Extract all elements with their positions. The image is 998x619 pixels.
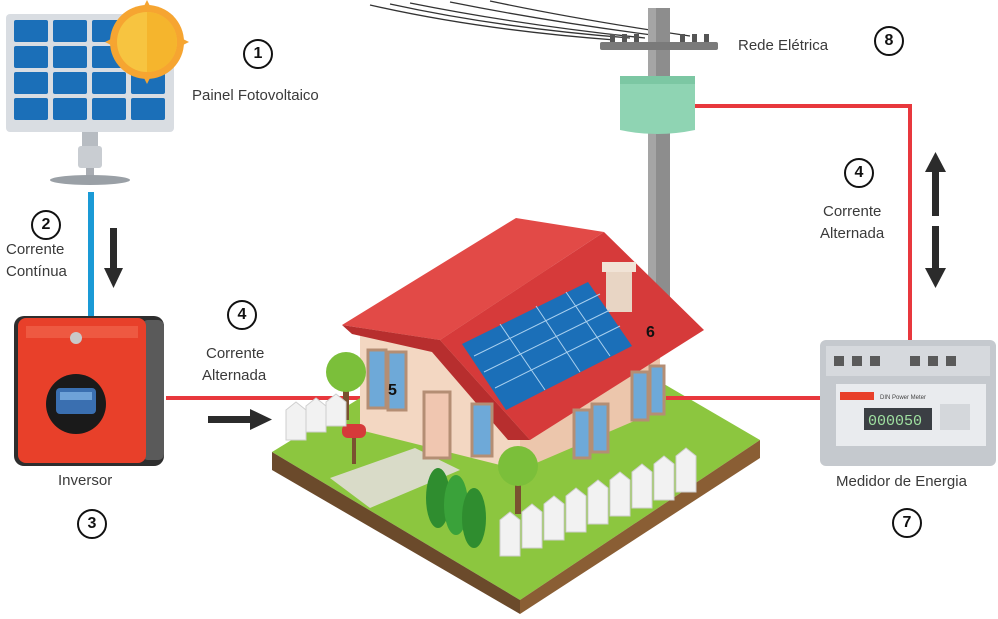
marker-1: 1: [243, 39, 273, 69]
label-painel-fotovoltaico: Painel Fotovoltaico: [192, 87, 319, 104]
meter-title: DIN Power Meter: [880, 395, 926, 401]
marker-6: 6: [646, 324, 655, 341]
ac-arrow-bidirectional-icon: [925, 152, 946, 288]
label-inversor: Inversor: [58, 472, 113, 489]
dc-arrow-down-icon: [104, 228, 123, 288]
marker-4-left: 4: [227, 300, 257, 330]
label-corrente-continua-line1: Corrente: [6, 241, 65, 258]
marker-3: 3: [77, 509, 107, 539]
sun-icon: [105, 0, 189, 84]
label-corrente-alternada-right-line1: Corrente: [823, 203, 882, 220]
label-rede-eletrica: Rede Elétrica: [738, 37, 829, 54]
label-corrente-alternada-left-line2: Alternada: [202, 367, 267, 384]
grid-ac-line: [695, 104, 912, 340]
marker-7: 7: [892, 508, 922, 538]
marker-2: 2: [31, 210, 61, 240]
ac-arrow-right-icon: [208, 409, 272, 430]
label-corrente-continua-line2: Contínua: [6, 263, 67, 280]
label-corrente-alternada-right-line2: Alternada: [820, 225, 885, 242]
label-medidor-de-energia: Medidor de Energia: [836, 473, 967, 490]
utility-pole-icon: [600, 8, 718, 298]
energy-meter-icon: 000050 DIN Power Meter: [820, 340, 996, 466]
power-wires: [369, 0, 691, 41]
house-icon: [342, 218, 704, 470]
mailbox-icon: [342, 424, 366, 464]
marker-8: 8: [874, 26, 904, 56]
meter-display-digits: 000050: [868, 413, 922, 430]
fence: [285, 393, 697, 557]
marker-5: 5: [388, 382, 397, 399]
inverter-icon: [14, 316, 164, 466]
marker-4-right: 4: [844, 158, 874, 188]
label-corrente-alternada-left-line1: Corrente: [206, 345, 265, 362]
